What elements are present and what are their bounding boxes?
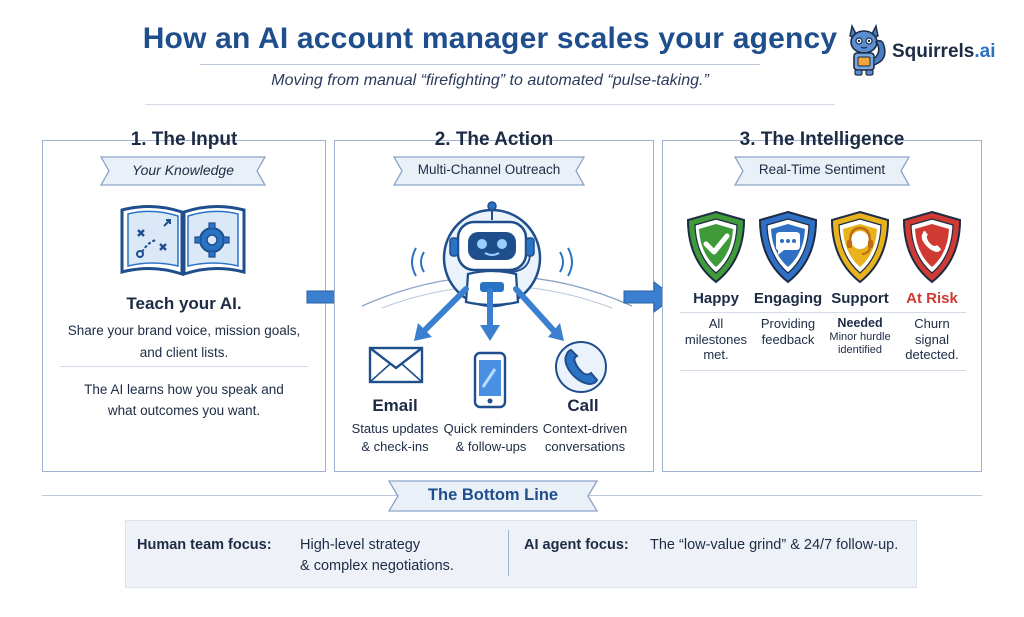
- phone-alert-icon: [902, 210, 962, 284]
- sentiment-support-label: Support: [831, 290, 889, 307]
- phone-icon: [555, 341, 607, 393]
- focus-divider: [508, 530, 509, 576]
- sentiment-engaging-desc: Providing feedback: [760, 316, 816, 347]
- sentiment-happy-desc: All milestones met.: [684, 316, 748, 363]
- panel-action-title: 2. The Action: [434, 129, 554, 150]
- panel-input-title: 1. The Input: [130, 129, 238, 150]
- ai-robot-icon: [361, 201, 633, 309]
- page-subtitle: Moving from manual “firefighting” to aut…: [271, 72, 709, 89]
- headset-icon: [830, 210, 890, 284]
- ai-focus-text: The “low-value grind” & 24/7 follow-up.: [650, 537, 899, 553]
- input-note: The AI learns how you speak and what out…: [84, 382, 284, 418]
- bottom-line-ribbon: The Bottom Line: [388, 480, 598, 512]
- human-focus-label: Human team focus:: [137, 537, 272, 553]
- human-focus-text: High-level strategy & complex negotiatio…: [300, 537, 454, 575]
- channel-sms-desc: Quick reminders & follow-ups: [443, 421, 539, 454]
- sentiment-engaging-label: Engaging: [753, 290, 823, 307]
- channel-email-desc: Status updates & check-ins: [351, 421, 439, 454]
- sentiment-divider: [680, 312, 966, 313]
- panel-intelligence: [662, 140, 982, 472]
- ai-focus-label: AI agent focus:: [524, 537, 629, 553]
- panel-action-ribbon: Multi-Channel Outreach: [393, 156, 585, 186]
- sentiment-support-desc: Needed Minor hurdle identified: [829, 316, 891, 357]
- input-heading: Teach your AI.: [126, 294, 242, 313]
- input-description: Share your brand voice, mission goals, a…: [67, 323, 301, 360]
- panel-input: [42, 140, 326, 472]
- brand-name: Squirrels.ai: [892, 41, 996, 62]
- subtitle-divider: [145, 104, 835, 105]
- chat-bubble-icon: [758, 210, 818, 284]
- page-title: How an AI account manager scales your ag…: [142, 22, 838, 55]
- bottom-focus-panel: [125, 520, 917, 588]
- open-book-icon: [120, 205, 246, 277]
- channel-call-desc: Context-driven conversations: [542, 421, 628, 454]
- sentiment-happy-label: Happy: [693, 290, 739, 307]
- smartphone-icon: [473, 351, 507, 409]
- sentiment-bottom-divider: [680, 370, 966, 371]
- checkmark-icon: [686, 210, 746, 284]
- channel-email-label: Email: [372, 396, 418, 415]
- panel-input-ribbon: Your Knowledge: [100, 156, 266, 186]
- brand-logo: Squirrels.ai: [842, 20, 1022, 80]
- squirrel-robot-icon: [849, 23, 886, 76]
- sentiment-atrisk-desc: Churn signal detected.: [905, 316, 959, 363]
- panel-intelligence-ribbon: Real-Time Sentiment: [734, 156, 910, 186]
- panel-intelligence-title: 3. The Intelligence: [739, 129, 905, 150]
- envelope-icon: [368, 346, 424, 384]
- title-divider: [200, 64, 760, 65]
- sentiment-atrisk-label: At Risk: [906, 290, 958, 307]
- distribution-arrows-icon: [414, 286, 564, 341]
- input-divider: [60, 366, 308, 367]
- channel-call-label: Call: [567, 396, 599, 415]
